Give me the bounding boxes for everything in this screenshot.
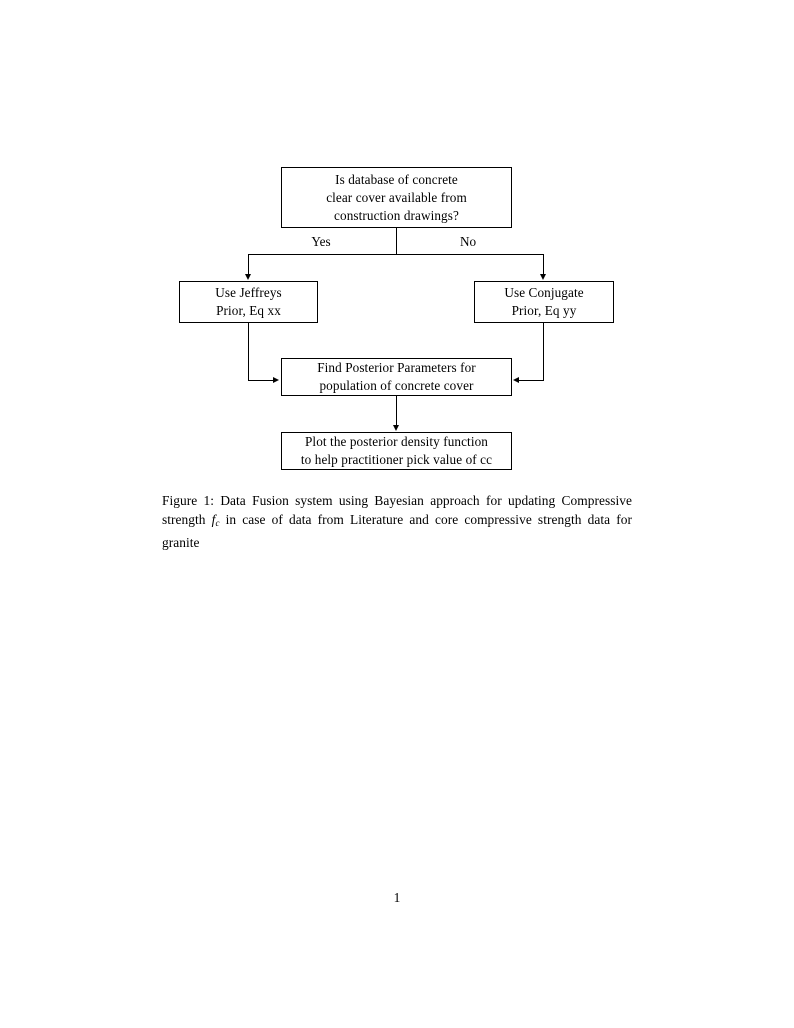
math-subscript: c: [215, 518, 220, 529]
edge-label-no: No: [456, 234, 480, 250]
edge-jeffreys-right: [248, 380, 274, 381]
flow-node-conjugate-prior: Use Conjugate Prior, Eq yy: [474, 281, 614, 323]
flow-node-find-posterior-parameters: Find Posterior Parameters for population…: [281, 358, 512, 396]
edge-no-drop: [543, 254, 544, 275]
flow-node-conjugate-line-1: Use Conjugate: [504, 285, 584, 300]
arrow-left-icon-to-posterior: [513, 376, 519, 383]
figure-caption-part-2: in case of data from Literature and core…: [162, 512, 632, 551]
flow-node-plot-posterior-density: Plot the posterior density function to h…: [281, 432, 512, 470]
flow-node-jeffreys-line-2: Prior, Eq xx: [216, 303, 281, 318]
flow-node-question: Is database of concrete clear cover avai…: [281, 167, 512, 228]
edge-split-bar: [248, 254, 544, 255]
flow-node-jeffreys-line-1: Use Jeffreys: [215, 285, 282, 300]
arrow-down-icon-to-plot: [392, 425, 399, 431]
edge-posterior-to-plot: [396, 396, 397, 426]
flow-node-posterior-line-2: population of concrete cover: [319, 378, 474, 393]
arrow-right-icon-to-posterior: [273, 376, 279, 383]
arrow-down-icon-to-jeffreys: [244, 274, 251, 280]
edge-question-stem: [396, 228, 397, 255]
math-base: f: [211, 512, 216, 528]
flow-node-plot-line-1: Plot the posterior density function: [305, 434, 488, 449]
figure-caption-math-symbol: fc: [211, 512, 220, 529]
edge-conjugate-down: [543, 323, 544, 380]
edge-yes-drop: [248, 254, 249, 275]
flowchart-figure: Is database of concrete clear cover avai…: [0, 0, 794, 500]
flow-node-question-line-3: construction drawings?: [334, 207, 459, 223]
flow-node-jeffreys-prior: Use Jeffreys Prior, Eq xx: [179, 281, 318, 323]
flow-node-posterior-line-1: Find Posterior Parameters for: [317, 360, 476, 375]
flow-node-conjugate-line-2: Prior, Eq yy: [511, 303, 577, 318]
arrow-down-icon-to-conjugate: [539, 274, 546, 280]
edge-conjugate-left: [519, 380, 544, 381]
flow-node-question-line-1: Is database of concrete: [335, 171, 458, 187]
edge-jeffreys-down: [248, 323, 249, 380]
figure-caption: Figure 1: Data Fusion system using Bayes…: [162, 491, 632, 553]
edge-label-yes: Yes: [308, 234, 334, 250]
flow-node-question-line-2: clear cover available from: [326, 189, 467, 205]
flow-node-plot-line-2: to help practitioner pick value of cc: [300, 452, 493, 467]
page-number: 1: [393, 890, 401, 905]
figure-caption-part-1: Figure 1: Data Fusion system using Bayes…: [162, 493, 632, 528]
